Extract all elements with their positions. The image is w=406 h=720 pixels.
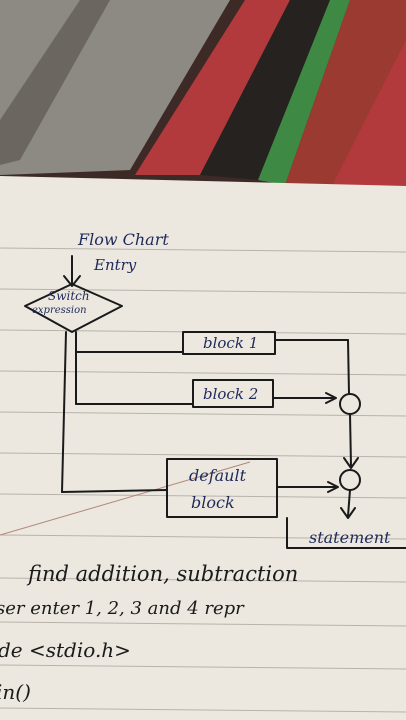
note-line-3: de <stdio.h>: [0, 638, 131, 662]
decision-label-line1: Switch: [48, 289, 90, 303]
note-line-4: in(): [0, 680, 31, 704]
note-line-1: find addition, subtraction: [28, 562, 299, 586]
block-1-box: [182, 331, 276, 355]
entry-label: Entry: [94, 256, 137, 274]
pencil-mark: [0, 461, 251, 536]
default-label-line1: default: [189, 466, 247, 485]
statement-box: [286, 517, 406, 549]
notebook-page: [0, 176, 406, 720]
block-2-label: block 2: [203, 385, 259, 403]
block-1-label: block 1: [203, 334, 259, 352]
block-2-box: [192, 379, 274, 408]
flow-chart: [24, 255, 406, 549]
default-label-line2: block: [191, 493, 235, 512]
statement-label: statement: [309, 528, 391, 547]
note-line-2: ser enter 1, 2, 3 and 4 repr: [0, 598, 244, 619]
decision-label-line2: expression: [32, 305, 87, 316]
ruled-lines: [0, 247, 406, 713]
rug-background: [0, 0, 406, 200]
decision-diamond: [24, 283, 123, 333]
flowchart-title: Flow Chart: [78, 230, 169, 249]
